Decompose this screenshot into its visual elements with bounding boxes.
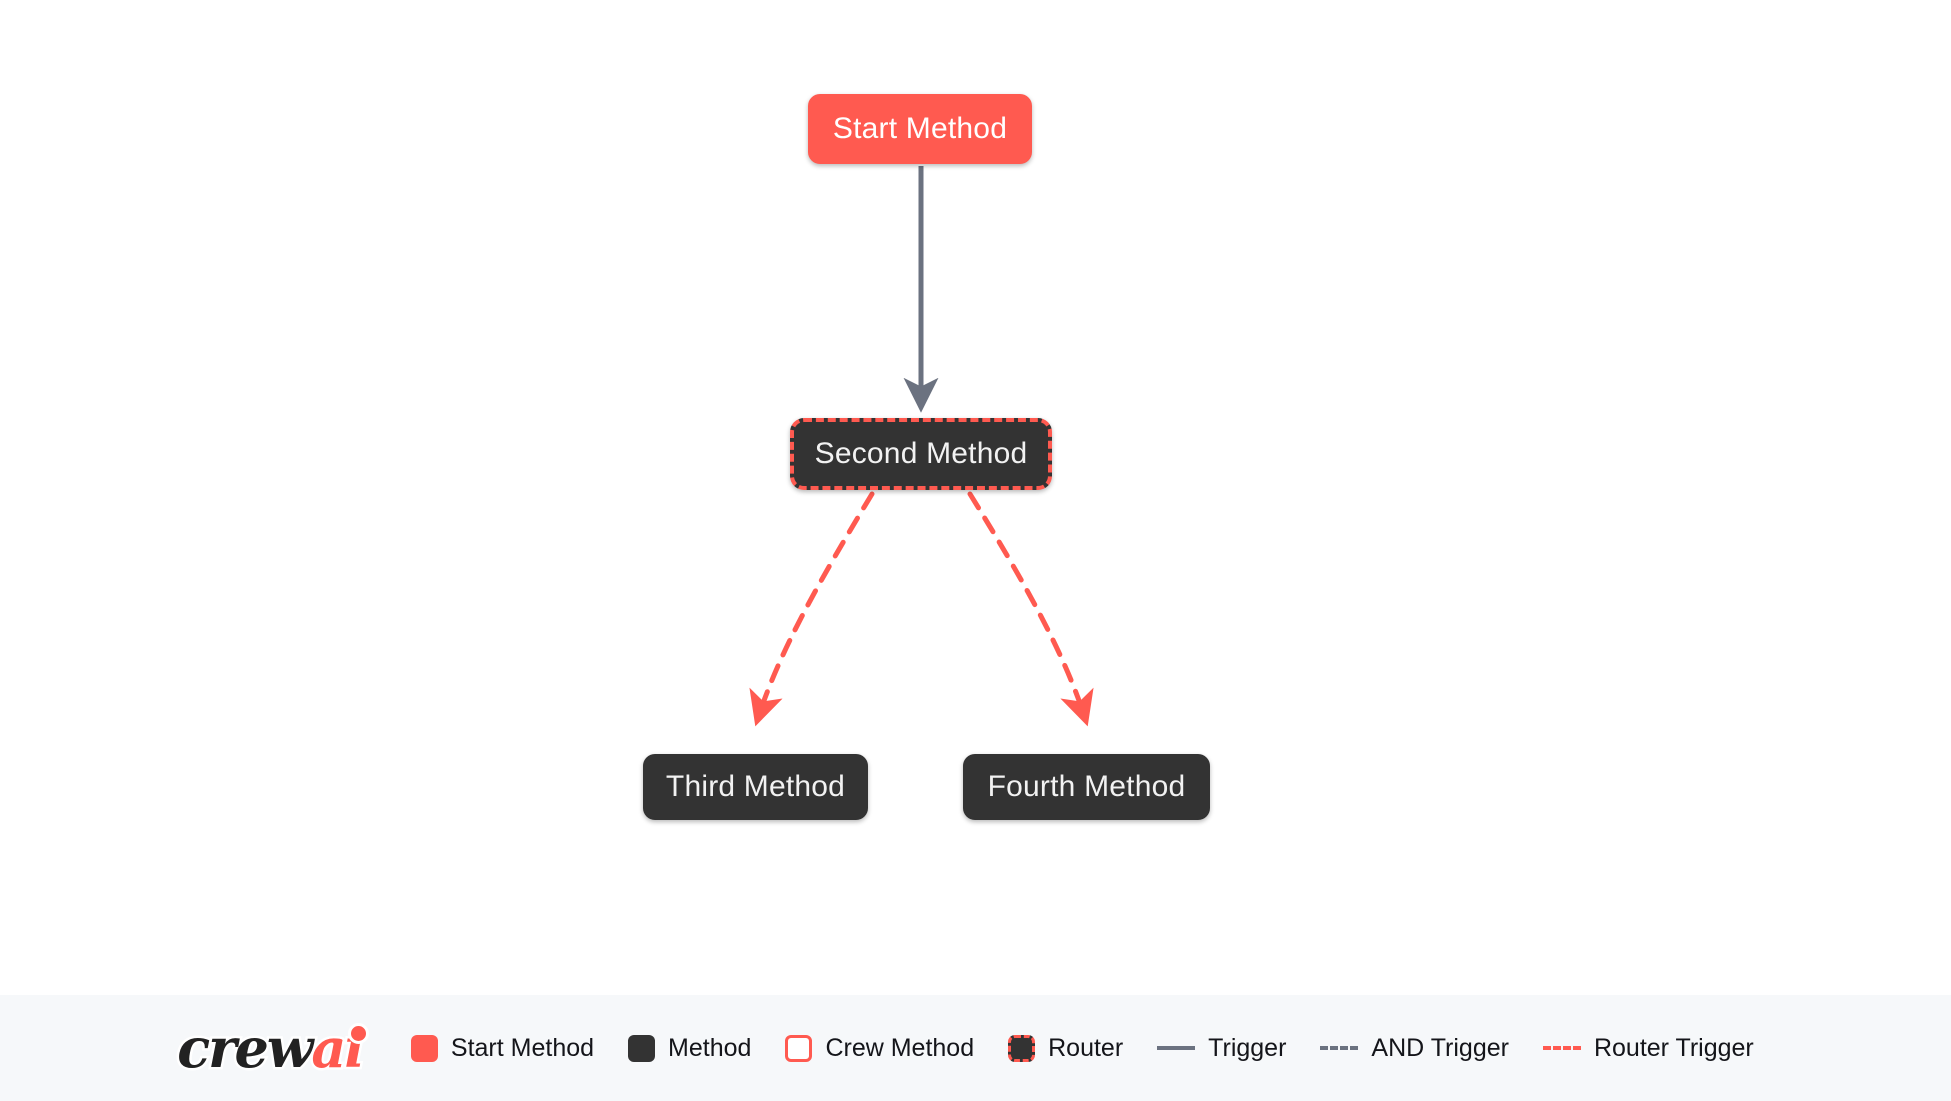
legend-item-label: Router	[1048, 1033, 1124, 1062]
legend-item-and-trigger: AND Trigger	[1320, 1034, 1509, 1063]
flow-canvas[interactable]: Start Method Second Method Third Method …	[0, 0, 1951, 995]
flow-node-fourth-method[interactable]: Fourth Method	[963, 754, 1210, 820]
logo-dot-icon	[347, 1023, 369, 1044]
legend-item-start-method: Start Method	[410, 1033, 595, 1063]
legend-item-label: Crew Method	[825, 1033, 975, 1062]
flow-node-label: Second Method	[814, 437, 1028, 470]
logo-text-crew: crew	[175, 1016, 316, 1080]
crew-method-swatch-icon	[785, 1034, 813, 1062]
legend-bar: crew ai Start Method Method Crew Method …	[0, 995, 1951, 1101]
method-swatch-icon	[628, 1034, 656, 1062]
legend-item-router-trigger: Router Trigger	[1542, 1033, 1754, 1063]
edge-router-second-to-fourth	[967, 491, 1094, 727]
flow-node-label: Fourth Method	[987, 770, 1186, 803]
flow-node-third-method[interactable]: Third Method	[643, 754, 868, 820]
legend-item-trigger: Trigger	[1157, 1034, 1286, 1063]
router-swatch-icon	[1008, 1034, 1036, 1062]
legend-item-label: AND Trigger	[1371, 1033, 1509, 1062]
flow-node-second-method[interactable]: Second Method	[790, 418, 1052, 490]
router-trigger-line-icon	[1542, 1046, 1581, 1050]
trigger-line-icon	[1157, 1046, 1196, 1050]
start-method-swatch-icon	[410, 1034, 438, 1062]
legend-item-label: Method	[668, 1033, 752, 1062]
legend-item-method: Method	[628, 1034, 751, 1063]
crewai-logo: crew ai	[175, 1016, 371, 1080]
legend-item-label: Start Method	[450, 1033, 595, 1062]
legend-item-label: Router Trigger	[1593, 1033, 1754, 1062]
and-trigger-line-icon	[1320, 1046, 1359, 1050]
legend-item-label: Trigger	[1208, 1033, 1287, 1062]
flow-node-start-method[interactable]: Start Method	[808, 94, 1032, 164]
edge-router-second-to-third	[749, 491, 875, 727]
flow-node-label: Third Method	[665, 770, 846, 803]
legend-item-crew-method: Crew Method	[785, 1034, 974, 1063]
legend-item-router: Router	[1008, 1034, 1123, 1063]
flow-node-label: Start Method	[832, 112, 1008, 145]
